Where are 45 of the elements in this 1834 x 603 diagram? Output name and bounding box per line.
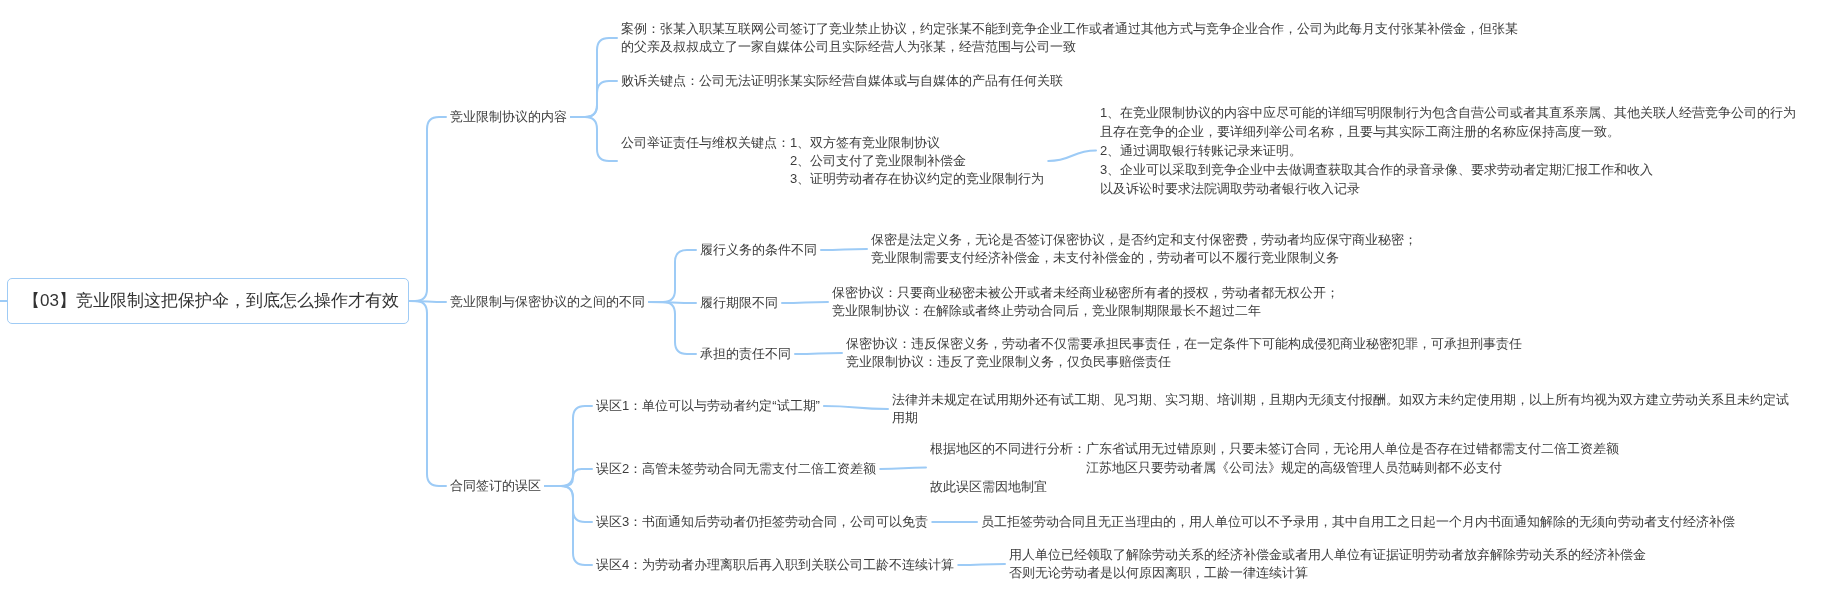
detail-text: 用人单位已经领取了解除劳动关系的经济补偿金或者用人单位有证据证明劳动者放弃解除劳动关系的经济补偿金 xyxy=(1009,546,1646,564)
main-branch-label: 合同签订的误区 xyxy=(446,477,545,495)
connector-line xyxy=(879,466,927,470)
subtopic-label: 误区4：为劳动者办理离职后再入职到关联公司工龄不连续计算 xyxy=(592,556,959,574)
connector-line xyxy=(0,300,8,302)
key-points-label: 公司举证责任与维权关键点： xyxy=(621,134,790,152)
connector-line xyxy=(1047,149,1097,162)
central-topic-box: 【03】竞业限制这把保护伞，到底怎么操作才有效 xyxy=(7,278,409,324)
list-item: 1、双方签有竞业限制协议 xyxy=(790,134,942,152)
detail-text: 保密协议：违反保密义务，劳动者不仅需要承担民事责任，在一定条件下可能构成侵犯商业秘密犯罪，可承担刑事责任 xyxy=(846,335,1522,353)
connector-line xyxy=(781,301,829,304)
main-branch-label: 竞业限制与保密协议的之间的不同 xyxy=(446,293,649,311)
detail-text: 保密协议：只要商业秘密未被公开或者未经商业秘密所有者的授权，劳动者都无权公开； xyxy=(832,284,1339,302)
subtopic-label: 败诉关键点：公司无法证明张某实际经营自媒体或与自媒体的产品有任何关联 xyxy=(617,72,1067,90)
subtopic-label: 误区1：单位可以与劳动者约定“试工期” xyxy=(592,397,824,415)
conclusion-text: 故此误区需因地制宜 xyxy=(930,478,1048,496)
detail-text: 保密是法定义务，无论是否签订保密协议，是否约定和支付保密费，劳动者均应保守商业秘密； xyxy=(871,231,1417,249)
detail-text: 江苏地区只要劳动者属《公司法》规定的高级管理人员范畴则都不必支付 xyxy=(1086,459,1503,477)
detail-text: 以及诉讼时要求法院调取劳动者银行收入记录 xyxy=(1100,180,1361,198)
main-branch-label: 竞业限制协议的内容 xyxy=(446,108,571,126)
detail-text: 法律并未规定在试用期外还有试工期、见习期、实习期、培训期，且期内无须支付报酬。如双方未约定使用期，以上所有均视为双方建立劳动关系且未约定试用期 xyxy=(888,391,1801,427)
detail-text: 竞业限制需要支付经济补偿金，未支付补偿金的，劳动者可以不履行竞业限制义务 xyxy=(871,249,1340,267)
connector-line xyxy=(931,521,978,523)
detail-text: 广东省试用无过错原则，只要未签订合同，无论用人单位是否存在过错都需支付二倍工资差额 xyxy=(1086,440,1619,458)
detail-text: 2、通过调取银行转账记录来证明。 xyxy=(1100,142,1304,160)
detail-text: 否则无论劳动者是以何原因离职，工龄一律连续计算 xyxy=(1009,564,1309,582)
subtopic-label: 履行义务的条件不同 xyxy=(696,241,821,259)
detail-text: 3、企业可以采取到竞争企业中去做调查获取其合作的录音录像、要求劳动者定期汇报工作和收入 xyxy=(1100,161,1655,179)
connector-line xyxy=(794,352,843,355)
detail-text: 竞业限制协议：在解除或者终止劳动合同后，竞业限制期限最长不超过二年 xyxy=(832,302,1262,320)
detail-text: 员工拒签劳动合同且无正当理由的，用人单位可以不予录用，其中自用工之日起一个月内书面通知解除的无须向劳动者支付经济补偿 xyxy=(977,513,1739,531)
detail-text: 竞业限制协议：违反了竞业限制义务，仅负民事赔偿责任 xyxy=(846,353,1172,371)
subtopic-label: 误区3：书面通知后劳动者仍拒签劳动合同，公司可以免责 xyxy=(592,513,933,531)
detail-text: 1、在竞业限制协议的内容中应尽可能的详细写明限制行为包含自营公司或者其直系亲属、其他关联人经营竞争公司的行为且存在竞争的企业，要详细列举公司名称，且要与其实际工商注册的名称应保持高度一致。 xyxy=(1100,104,1798,141)
connector-line xyxy=(820,248,868,251)
subtopic-label: 误区2：高管未签劳动合同无需支付二倍工资差额 xyxy=(592,460,881,478)
list-item: 2、公司支付了竞业限制补偿金 xyxy=(790,152,968,170)
connector-line xyxy=(957,563,1006,566)
analysis-label: 根据地区的不同进行分析： xyxy=(930,440,1086,458)
list-item: 3、证明劳动者存在协议约定的竞业限制行为 xyxy=(790,170,1045,188)
subtopic-label: 承担的责任不同 xyxy=(696,345,795,363)
connector-line xyxy=(407,300,447,487)
detail-text: 案例：张某入职某互联网公司签订了竞业禁止协议，约定张某不能到竞争企业工作或者通过其他方式与竞争企业合作，公司为此每月支付张某补偿金，但张某的父亲及叔叔成立了一家自媒体公司且实际经营人为张某，经营范围与公司一致 xyxy=(617,20,1530,56)
subtopic-label: 履行期限不同 xyxy=(696,294,782,312)
connector-line xyxy=(822,405,889,410)
